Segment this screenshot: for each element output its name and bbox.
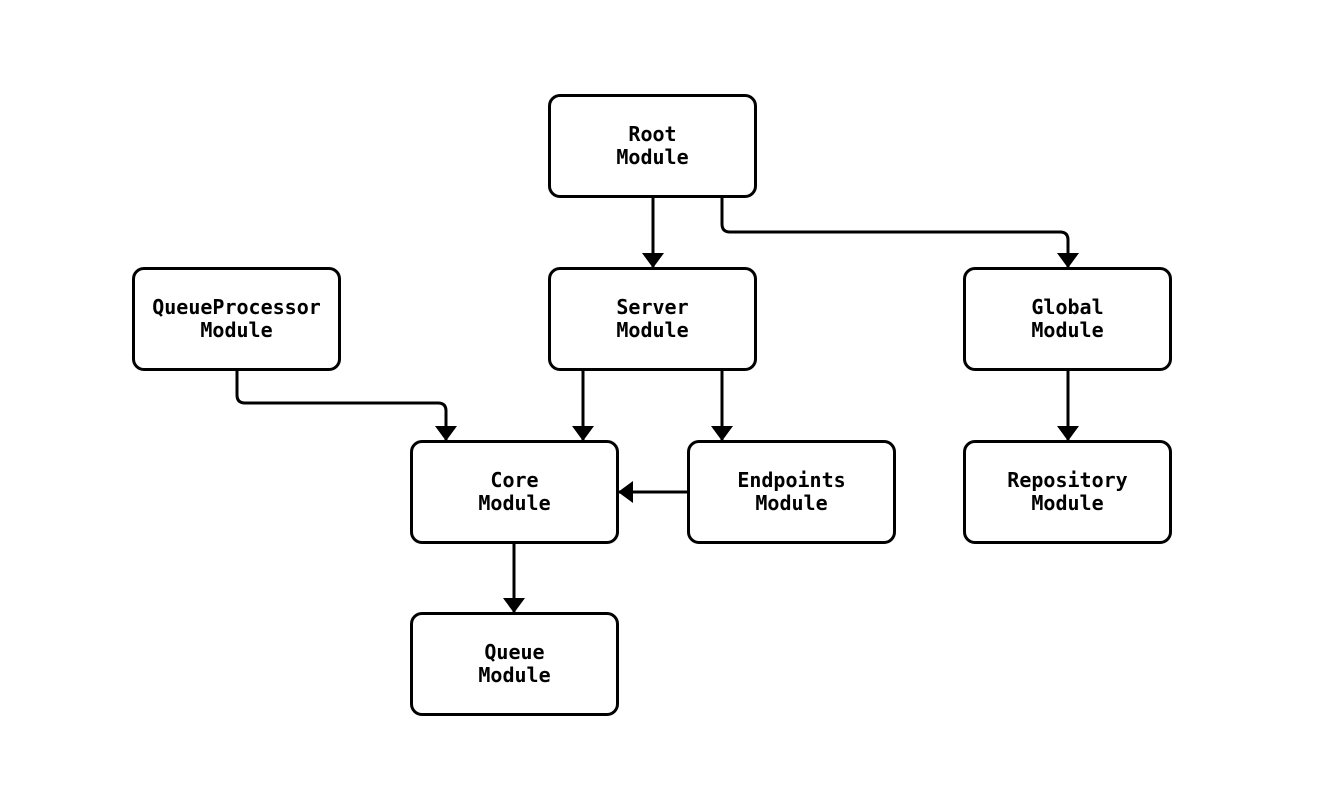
node-endpoints-module: Endpoints Module: [687, 440, 896, 544]
node-repository-module: Repository Module: [963, 440, 1172, 544]
node-label-global: Global Module: [1031, 295, 1104, 342]
node-label-queueprocessor: QueueProcessor Module: [152, 295, 321, 342]
node-label-root: Root Module: [616, 122, 689, 169]
edge-queueprocessor-to-core: [235, 371, 457, 441]
node-label-queue: Queue Module: [478, 640, 551, 687]
node-queue-module: Queue Module: [410, 612, 619, 716]
node-label-core: Core Module: [478, 468, 551, 515]
node-core-module: Core Module: [410, 440, 619, 544]
node-server-module: Server Module: [548, 267, 757, 371]
edge-root-to-global: [720, 198, 1079, 268]
node-queueprocessor-module: QueueProcessor Module: [132, 267, 341, 371]
node-root-module: Root Module: [548, 94, 757, 198]
node-label-server: Server Module: [616, 295, 689, 342]
node-global-module: Global Module: [963, 267, 1172, 371]
edge-group: [235, 198, 1079, 613]
node-label-endpoints: Endpoints Module: [737, 468, 846, 515]
node-label-repository: Repository Module: [1007, 468, 1128, 515]
